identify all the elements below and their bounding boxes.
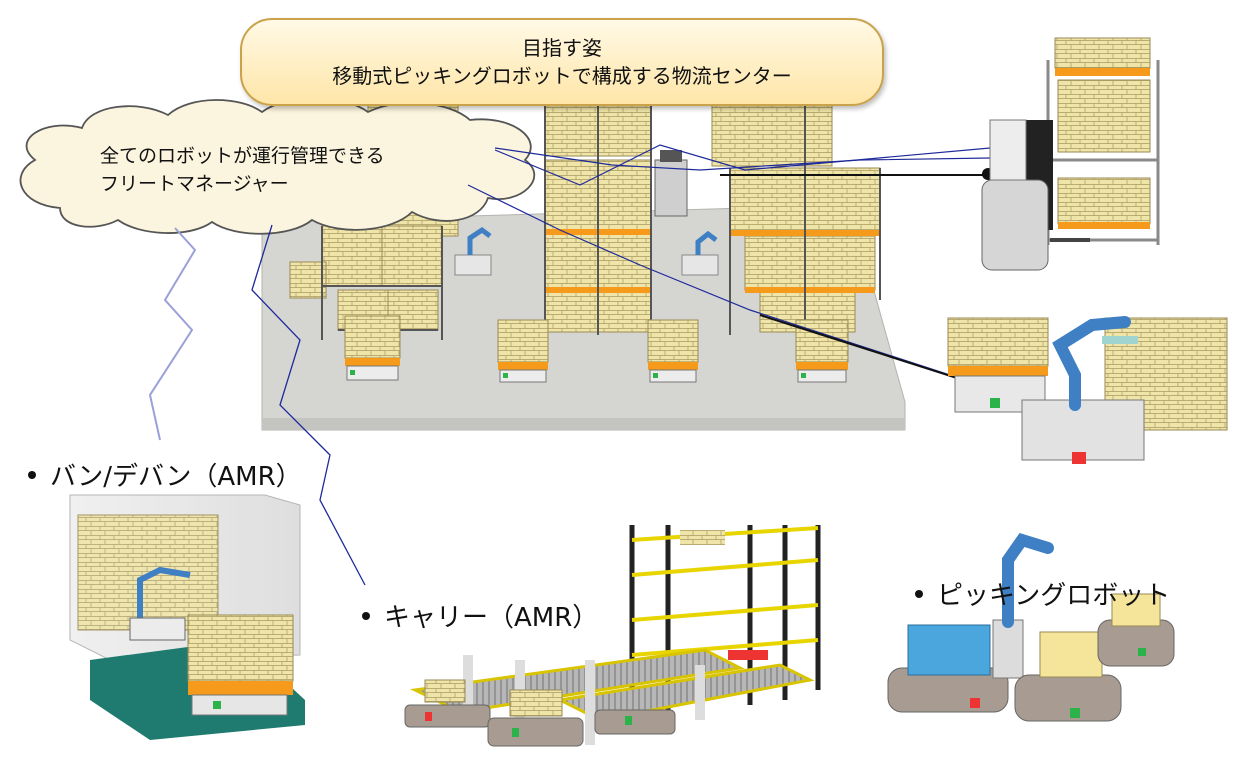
fleet-manager-line2: フリートマネージャー	[100, 173, 289, 195]
floor-robot-arm-2	[681, 230, 719, 276]
floor-robot-arm-1	[454, 226, 492, 276]
lightning-to-van	[148, 227, 197, 441]
carry-conveyor-scene	[404, 525, 821, 747]
floor-amr-1	[344, 315, 401, 381]
van-devan-scene	[69, 494, 305, 740]
goal-title-banner: 目指す姿 移動式ピッキングロボットで構成する物流センター	[240, 18, 884, 106]
fleet-manager-line1: 全てのロボットが運行管理できる	[100, 145, 385, 167]
bullet-icon	[362, 611, 370, 620]
bullet-icon	[28, 470, 36, 479]
floor-amr-2	[497, 319, 549, 383]
picking-station	[654, 150, 688, 217]
van-devan-label: バン/デバン（AMR）	[28, 456, 302, 493]
carrier-label: キャリー（AMR）	[362, 597, 598, 634]
picking-robots-scene	[887, 532, 1175, 722]
forklift-amr	[981, 37, 1160, 271]
goal-title-line1: 目指す姿	[522, 36, 602, 60]
bullet-icon	[915, 589, 923, 598]
rack-group-center	[544, 95, 652, 335]
picking-robot-cell	[947, 316, 1228, 464]
fleet-manager-cloud	[19, 97, 536, 235]
lightning-to-carrier	[251, 224, 366, 586]
rack-group-right	[711, 95, 881, 335]
picking-robot-label: ピッキングロボット	[915, 575, 1170, 612]
floor-amr-3	[647, 319, 699, 383]
goal-title-line2: 移動式ピッキングロボットで構成する物流センター	[332, 64, 792, 88]
fleet-manager-text: 全てのロボットが運行管理できる フリートマネージャー	[100, 142, 385, 198]
